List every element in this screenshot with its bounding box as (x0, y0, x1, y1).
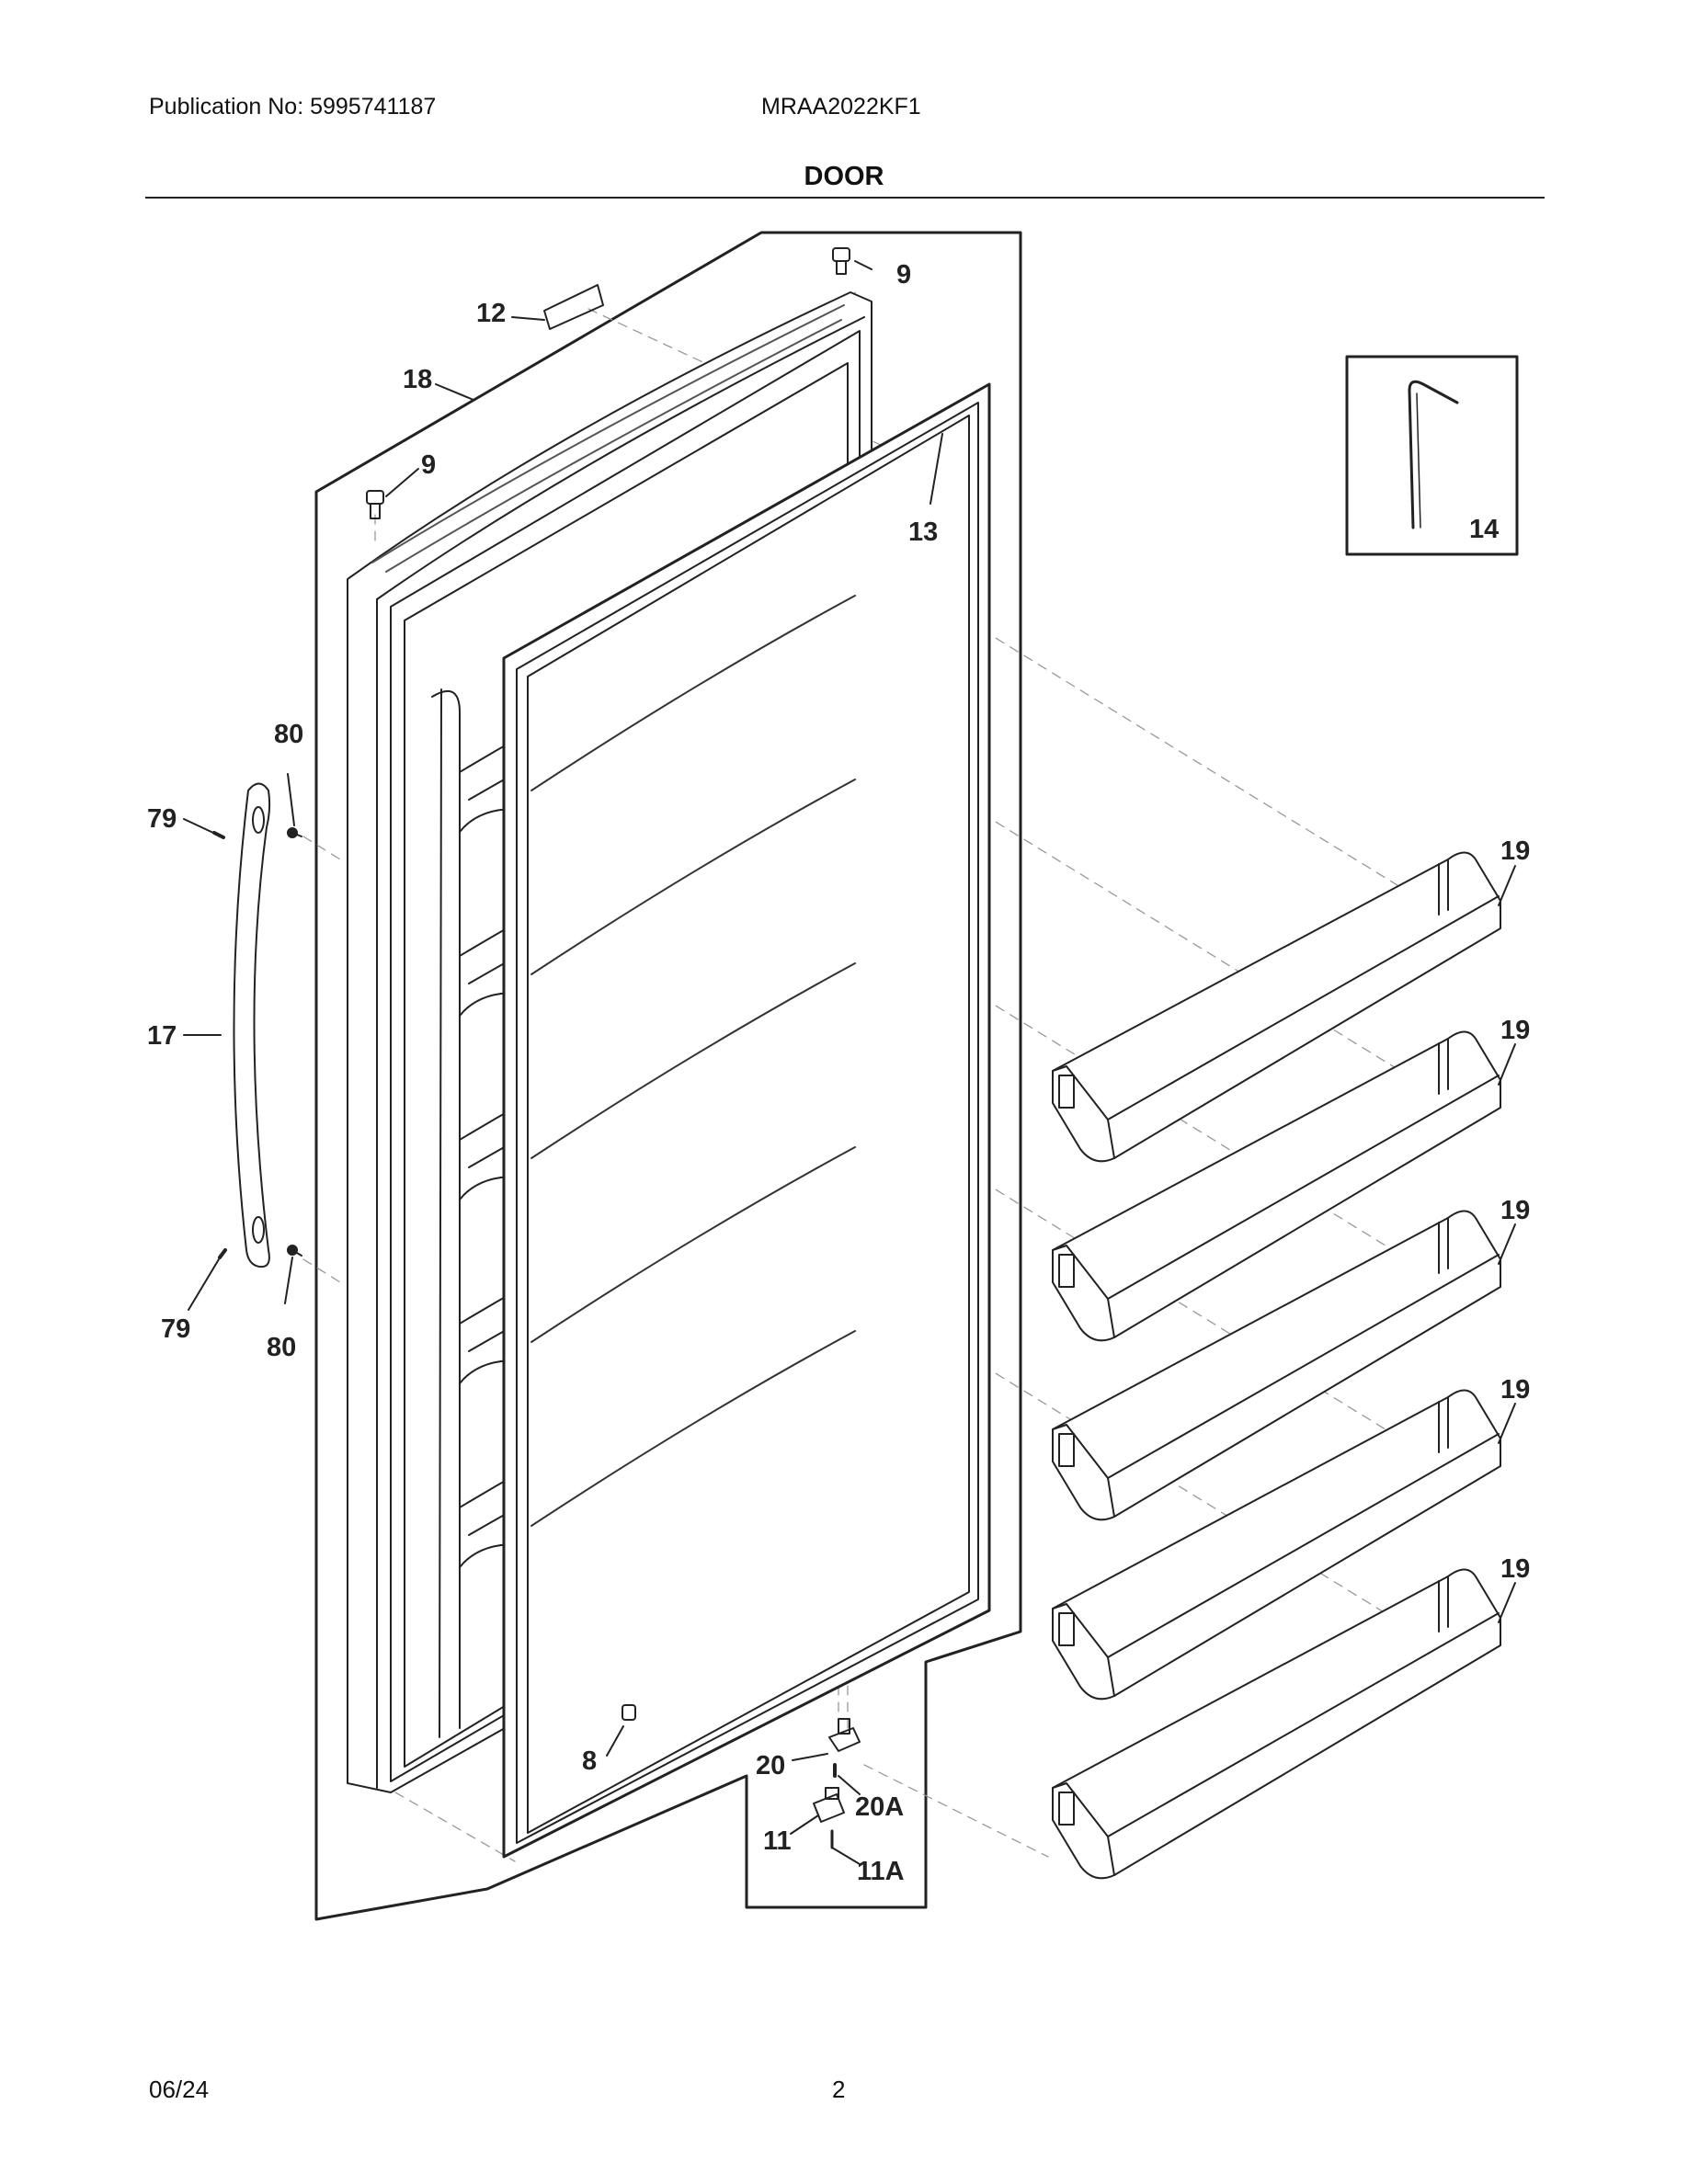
callout-9-left: 9 (421, 450, 436, 480)
hex-key-icon (1408, 380, 1459, 529)
callout-8: 8 (582, 1746, 597, 1776)
callout-17: 17 (147, 1021, 177, 1051)
model-number: MRAA2022KF1 (761, 94, 921, 119)
door-bin-3 (1052, 1210, 1501, 1521)
hinge-cam (813, 1787, 845, 1823)
callout-18: 18 (403, 365, 432, 394)
plug-80-top (287, 827, 302, 838)
callout-79-bottom: 79 (161, 1314, 190, 1344)
door-bin-4 (1052, 1389, 1501, 1701)
callout-19-2: 19 (1500, 1016, 1530, 1045)
assembly-boundary (314, 231, 1022, 1921)
door-bin (1052, 851, 1501, 1163)
screw-79-bottom (218, 1248, 227, 1259)
plug-80-bottom (287, 1245, 302, 1257)
callout-80-bottom: 80 (267, 1333, 296, 1362)
door-stop (622, 1704, 636, 1721)
callout-79-top: 79 (147, 804, 177, 834)
callout-19-5: 19 (1500, 1554, 1530, 1584)
callout-19-1: 19 (1500, 836, 1530, 866)
publication-number: Publication No: 5995741187 (149, 94, 437, 119)
callout-19-4: 19 (1500, 1375, 1530, 1405)
liner-shelves-front (530, 595, 856, 1527)
callout-80-top: 80 (274, 720, 303, 749)
header-rule (145, 197, 1545, 199)
leader-lines (183, 260, 1516, 1865)
screw-9-left (366, 490, 384, 519)
callout-20: 20 (756, 1751, 785, 1780)
hinge-bracket (828, 1718, 861, 1752)
footer-date: 06/24 (149, 2076, 210, 2103)
callout-20A: 20A (855, 1792, 904, 1822)
door-bin-2 (1052, 1030, 1501, 1342)
door-gasket (502, 382, 991, 1859)
callout-12: 12 (476, 299, 506, 328)
callout-14: 14 (1469, 515, 1499, 544)
callout-13: 13 (908, 518, 938, 547)
hex-key-box (1345, 355, 1519, 556)
callout-11: 11 (763, 1826, 792, 1856)
callout-19-3: 19 (1500, 1196, 1530, 1225)
label-plate (543, 284, 604, 330)
section-title: DOOR (804, 162, 884, 191)
callout-11A: 11A (857, 1857, 905, 1886)
door-bins (1052, 851, 1501, 1163)
door-handle (233, 782, 271, 1268)
callout-9-top: 9 (896, 260, 911, 290)
screw-79-top (212, 831, 225, 839)
door-bin-5 (1052, 1568, 1501, 1880)
screw-9-top (832, 247, 850, 275)
page-number: 2 (832, 2076, 846, 2103)
